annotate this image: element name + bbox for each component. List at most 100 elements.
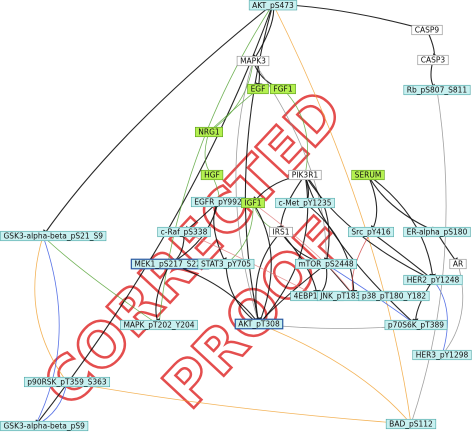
node-stat3[interactable]: STAT3_pY705 xyxy=(197,258,255,270)
node-label: EGF xyxy=(251,85,266,94)
edge-akt_pt308-to-bad xyxy=(258,323,412,425)
edge-akt_ps473-to-gsk3 xyxy=(42,3,274,237)
node-box xyxy=(194,126,224,138)
edge-rb_ps807-to-bad xyxy=(410,89,447,425)
node-box xyxy=(270,83,296,95)
node-box xyxy=(403,274,463,286)
node-box xyxy=(234,318,284,330)
node-hgf[interactable]: HGF xyxy=(200,169,224,181)
node-label: Src_pY416 xyxy=(351,228,390,237)
node-label: MEK1_pS217_S221 xyxy=(134,260,206,269)
node-box xyxy=(384,319,448,331)
node-akt_ps473[interactable]: AKT_pS473 xyxy=(248,0,298,11)
node-box xyxy=(200,169,224,181)
edge-akt_ps473-to-mapk_pt202 xyxy=(158,3,274,326)
node-label: IRS1 xyxy=(273,228,290,237)
node-igf1[interactable]: IGF1 xyxy=(241,197,265,209)
edge-cmet-to-jnk xyxy=(304,202,358,297)
node-label: GSK3-alpha-beta_pS9 xyxy=(4,422,86,431)
node-label: HGF xyxy=(204,171,220,180)
node-label: JNK_pT183_pY185 xyxy=(319,292,388,301)
node-box xyxy=(120,319,198,331)
node-mtor[interactable]: mTOR_pS2448 xyxy=(295,258,357,270)
edge-serum-to-her2 xyxy=(367,174,436,281)
edge-serum-to-src xyxy=(367,174,378,233)
node-label: AR xyxy=(453,260,463,269)
node-box xyxy=(269,226,293,238)
node-label: AKT_pT308 xyxy=(238,320,280,329)
edge-p90rsk-to-bad xyxy=(66,381,412,425)
node-craf[interactable]: c-Raf_pS338 xyxy=(157,226,211,238)
node-box xyxy=(248,0,298,11)
edge-igf1-to-jnk xyxy=(252,202,355,297)
node-rb_ps807[interactable]: Rb_pS807_S811 xyxy=(403,84,471,96)
node-p90rsk[interactable]: p90RSK_pT359_S363 xyxy=(23,376,111,388)
node-label: c-Raf_pS338 xyxy=(161,228,208,237)
node-serum[interactable]: SERUM xyxy=(351,169,385,181)
node-pik3r1[interactable]: PIK3R1 xyxy=(288,169,322,181)
node-egf[interactable]: EGF xyxy=(247,83,269,95)
edge-fgf1-to-pik3r1 xyxy=(282,88,308,176)
edge-akt_ps473-to-akt_pt308 xyxy=(244,3,274,325)
node-label: BAD_pS112 xyxy=(389,420,433,429)
edge-akt_ps473-to-bad xyxy=(272,3,412,425)
node-p70s6k[interactable]: p70S6K_pT389 xyxy=(384,319,448,331)
node-fgf1[interactable]: FGF1 xyxy=(270,83,296,95)
node-box xyxy=(403,84,471,96)
node-label: p38_pT180_Y182 xyxy=(362,292,427,301)
node-label: p70S6K_pT389 xyxy=(388,321,444,330)
node-box xyxy=(351,169,385,181)
node-box xyxy=(23,376,111,388)
node-src[interactable]: Src_pY416 xyxy=(348,226,394,238)
node-her2[interactable]: HER2_pY1248 xyxy=(403,274,463,286)
edge-gsk3-to-mapk_pt202 xyxy=(42,235,160,326)
node-ar[interactable]: AR xyxy=(449,258,467,270)
node-box xyxy=(275,197,335,209)
node-label: GSK3-alpha-beta_pS21_S9 xyxy=(4,232,104,241)
node-label: HER3_pY1298 xyxy=(416,351,469,360)
node-mek1[interactable]: MEK1_pS217_S221 xyxy=(130,258,210,270)
node-box xyxy=(0,420,89,432)
node-label: CASP3 xyxy=(421,56,446,65)
edge-gsk3-to-p90rsk xyxy=(34,235,68,383)
node-akt_pt308[interactable]: AKT_pT308 xyxy=(234,318,284,330)
node-p38[interactable]: p38_pT180_Y182 xyxy=(358,290,430,302)
node-casp3[interactable]: CASP3 xyxy=(417,54,449,66)
node-her3[interactable]: HER3_pY1298 xyxy=(412,349,472,361)
node-bad[interactable]: BAD_pS112 xyxy=(385,418,437,430)
node-box xyxy=(385,418,437,430)
node-mapk3[interactable]: MAPK3 xyxy=(236,55,270,67)
edge-mapk3-to-akt_pt308 xyxy=(235,60,260,325)
node-label: SERUM xyxy=(355,171,382,180)
node-box xyxy=(157,226,211,238)
edge-igf1-to-akt_pt308 xyxy=(252,202,272,325)
node-label: IGF1 xyxy=(244,199,261,208)
edge-pik3r1-to-akt_pt308 xyxy=(258,174,309,325)
node-box xyxy=(247,83,269,95)
edge-mapk3-to-nrg1 xyxy=(208,60,254,133)
node-label: MAPK3 xyxy=(240,57,266,66)
node-gsk3_ps9[interactable]: GSK3-alpha-beta_pS9 xyxy=(0,420,89,432)
node-casp9[interactable]: CASP9 xyxy=(411,24,443,36)
node-mapk_pt202[interactable]: MAPK_pT202_Y204 xyxy=(120,319,198,331)
node-box xyxy=(236,55,270,67)
node-label: PIK3R1 xyxy=(292,171,319,180)
node-gsk3[interactable]: GSK3-alpha-beta_pS21_S9 xyxy=(0,230,107,242)
node-cmet[interactable]: c-Met_pY1235 xyxy=(275,197,335,209)
node-label: ER-alpha_pS180 xyxy=(407,228,468,237)
node-box xyxy=(295,258,357,270)
node-label: STAT3_pY705 xyxy=(201,260,251,269)
node-label: NRG1 xyxy=(198,128,220,137)
node-nrg1[interactable]: NRG1 xyxy=(194,126,224,138)
node-irs1[interactable]: IRS1 xyxy=(269,226,293,238)
node-label: MAPK_pT202_Y204 xyxy=(123,321,194,330)
edge-her2-to-p70s6k xyxy=(411,279,434,326)
node-label: CASP9 xyxy=(415,26,440,35)
node-box xyxy=(403,226,471,238)
node-egfr[interactable]: EGFR_pY992 xyxy=(190,196,246,208)
node-box xyxy=(348,226,394,238)
node-box xyxy=(449,258,467,270)
node-box xyxy=(288,169,322,181)
node-er_alpha[interactable]: ER-alpha_pS180 xyxy=(403,226,471,238)
